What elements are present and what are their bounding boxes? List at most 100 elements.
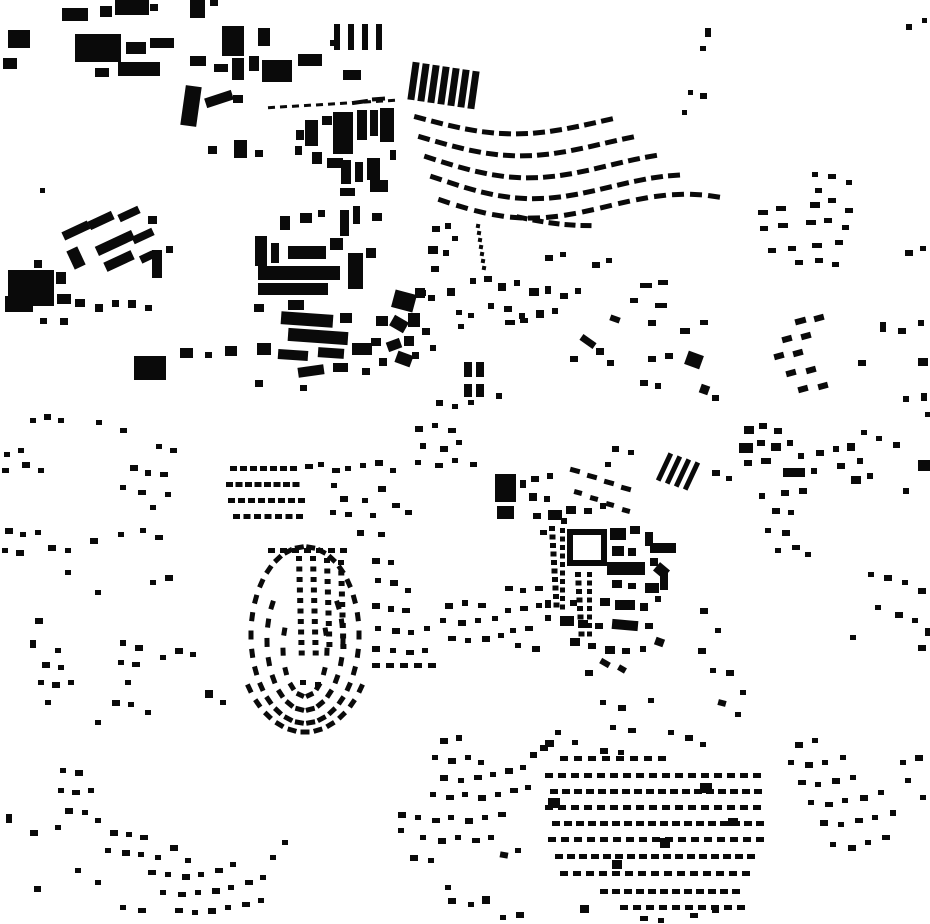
building-footprint [298, 629, 305, 635]
building-footprint [757, 440, 765, 446]
building-footprint [287, 726, 298, 734]
building-footprint [838, 822, 844, 827]
building-footprint [262, 60, 292, 82]
building-footprint [580, 905, 589, 913]
building-footprint [257, 578, 266, 589]
building-footprint [561, 518, 567, 524]
building-footprint [348, 24, 354, 50]
building-footprint [850, 635, 856, 640]
building-footprint [339, 602, 346, 607]
building-footprint [612, 860, 622, 869]
building-footprint [533, 513, 541, 519]
building-footprint [440, 738, 448, 744]
building-footprint [150, 38, 174, 48]
building-footprint [648, 320, 656, 326]
building-footprint [547, 473, 553, 479]
building-footprint [851, 476, 861, 484]
building-footprint [341, 160, 351, 184]
building-footprint [747, 854, 755, 859]
building-footprint [360, 463, 366, 468]
building-footprint [300, 680, 306, 685]
building-footprint [545, 286, 551, 294]
building-footprint [890, 810, 896, 816]
building-footprint [282, 666, 290, 676]
building-footprint [440, 159, 454, 168]
building-footprint [765, 528, 771, 533]
building-footprint [324, 647, 330, 656]
building-footprint [367, 158, 380, 180]
building-footprint [505, 586, 513, 591]
building-footprint [675, 773, 683, 778]
building-footprint [410, 855, 418, 861]
building-footprint [447, 67, 460, 107]
building-footprint [312, 650, 319, 656]
building-footprint [560, 570, 565, 576]
building-footprint [758, 210, 768, 215]
building-footprint [611, 618, 639, 632]
building-footprint [340, 313, 352, 323]
building-footprint [658, 918, 664, 923]
building-footprint [448, 898, 456, 904]
building-footprint [585, 670, 593, 676]
building-footprint [610, 773, 618, 778]
building-footprint [712, 470, 720, 476]
building-footprint [357, 530, 364, 536]
building-footprint [645, 532, 653, 546]
building-footprint [600, 748, 608, 754]
building-footprint [55, 825, 61, 830]
building-footprint [586, 472, 598, 481]
building-footprint [338, 560, 344, 565]
building-footprint [880, 322, 886, 332]
building-footprint [665, 837, 673, 842]
building-footprint [290, 466, 297, 471]
building-footprint [455, 202, 469, 212]
building-footprint [398, 812, 406, 818]
building-footprint [297, 598, 304, 603]
building-footprint [560, 596, 565, 601]
building-footprint [788, 246, 796, 251]
building-footprint [326, 642, 333, 647]
building-footprint [336, 564, 346, 575]
building-footprint [8, 30, 30, 48]
building-footprint [456, 735, 462, 741]
building-footprint [294, 719, 305, 726]
building-footprint [440, 618, 446, 623]
building-footprint [362, 498, 368, 503]
building-footprint [920, 246, 926, 251]
building-footprint [30, 640, 36, 648]
building-footprint [718, 789, 726, 794]
building-footprint [248, 498, 255, 503]
building-footprint [126, 832, 132, 837]
building-footprint [694, 789, 702, 794]
building-footprint [684, 350, 704, 370]
building-footprint [175, 648, 183, 654]
building-footprint [270, 466, 277, 471]
building-footprint [555, 730, 561, 735]
building-footprint [456, 310, 462, 315]
building-footprint [635, 195, 649, 203]
building-footprint [390, 468, 396, 473]
building-footprint [283, 482, 290, 487]
building-footprint [645, 623, 653, 629]
building-footprint [579, 854, 587, 859]
building-footprint [475, 223, 481, 229]
building-footprint [587, 614, 592, 620]
building-footprint [445, 603, 453, 609]
building-footprint [190, 0, 205, 18]
building-footprint [640, 646, 646, 652]
building-footprint [660, 821, 668, 826]
building-footprint [268, 498, 275, 503]
building-footprint [5, 528, 13, 534]
building-footprint [797, 384, 809, 394]
building-footprint [357, 110, 367, 140]
building-footprint [548, 798, 560, 808]
building-footprint [658, 756, 666, 761]
building-footprint [610, 159, 624, 168]
building-footprint [776, 206, 786, 211]
building-footprint [304, 690, 315, 699]
building-footprint [90, 538, 98, 544]
building-footprint [355, 162, 363, 182]
building-footprint [549, 534, 556, 540]
building-footprint [140, 835, 148, 840]
building-footprint [55, 648, 61, 653]
